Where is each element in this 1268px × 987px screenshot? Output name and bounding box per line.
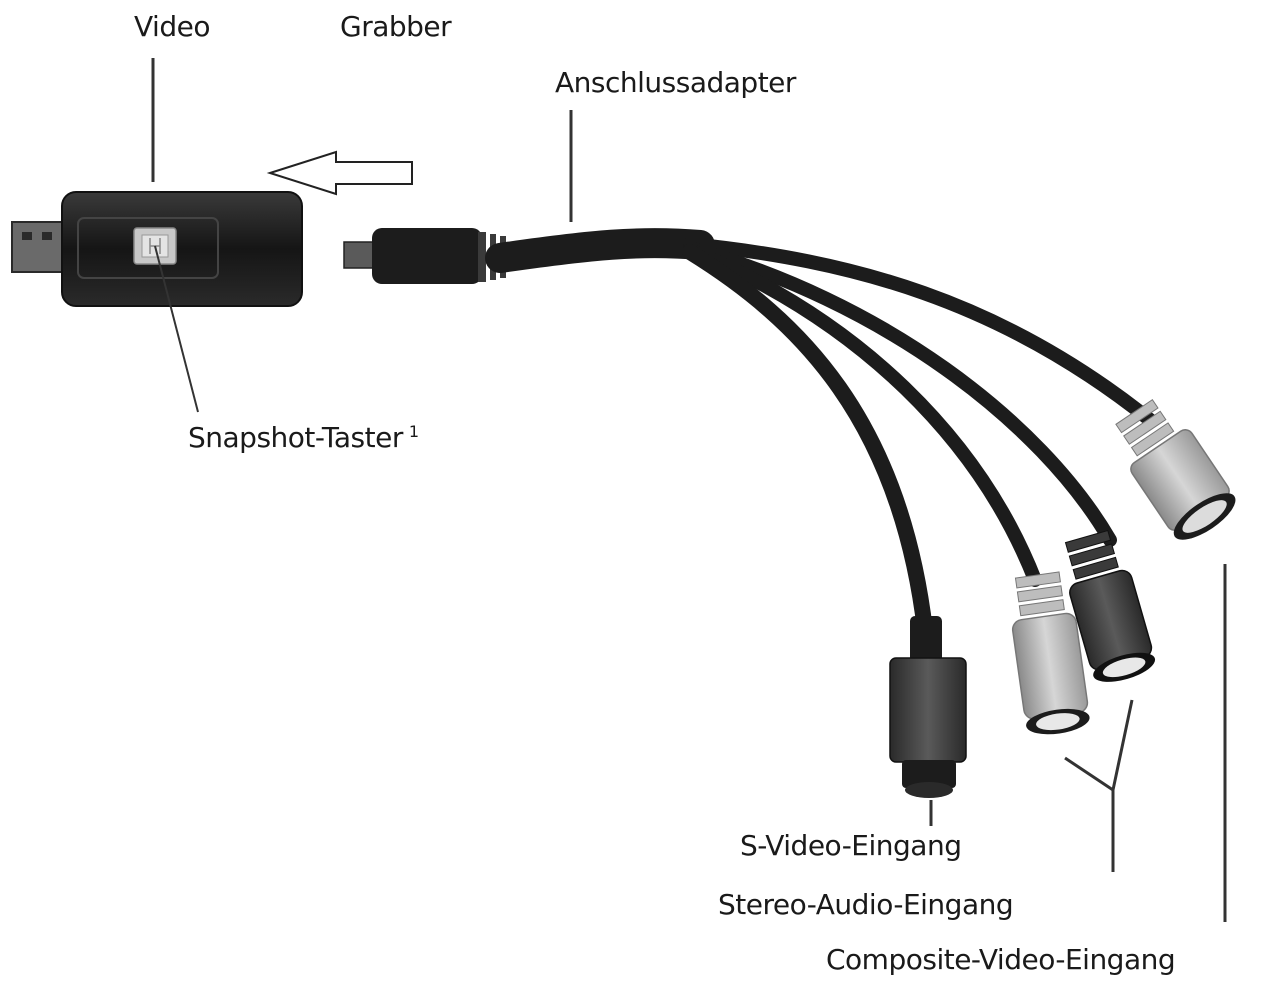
- audio-connector-light-icon: [1011, 571, 1090, 735]
- label-snapshot-text: Snapshot-Taster: [188, 421, 403, 454]
- leader-lines: [151, 58, 1227, 922]
- leader-line-stereo-audio: [1064, 699, 1134, 872]
- s-video-connector-icon: [889, 616, 967, 798]
- label-grabber: Grabber: [340, 10, 452, 43]
- composite-video-connector-icon: [1115, 399, 1236, 540]
- label-composite-video-eingang: Composite-Video-Eingang: [826, 943, 1176, 976]
- label-s-video-eingang: S-Video-Eingang: [740, 829, 962, 862]
- label-stereo-audio-eingang: Stereo-Audio-Eingang: [718, 888, 1014, 921]
- label-anschlussadapter: Anschlussadapter: [555, 66, 796, 99]
- cable-bundle: [485, 228, 1157, 638]
- label-video: Video: [134, 10, 210, 43]
- leader-line-snapshot: [154, 245, 199, 413]
- audio-connector-dark-icon: [1064, 529, 1156, 682]
- adapter-plug-icon: [343, 228, 506, 284]
- usb-video-grabber-icon: [11, 191, 303, 307]
- left-arrow-icon: [266, 150, 413, 196]
- label-snapshot-footnote: 1: [408, 421, 419, 441]
